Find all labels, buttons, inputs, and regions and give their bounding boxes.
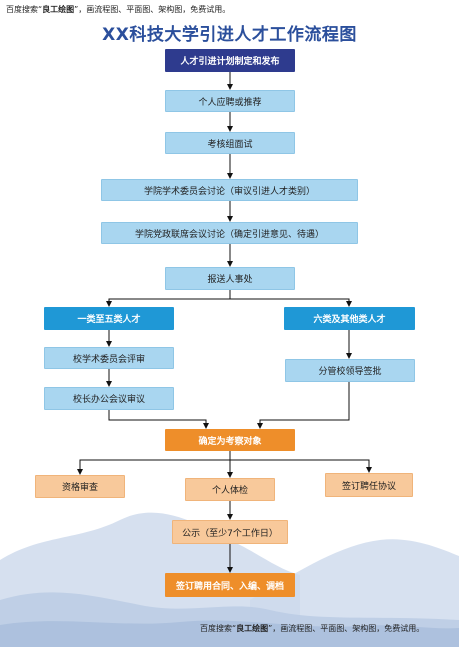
node-publicity: 公示（至少7个工作日） — [172, 520, 288, 544]
watermark-top: 百度搜索“良工绘图”，画流程图、平面图、架构图，免费试用。 — [6, 5, 231, 14]
arrow-approval-determine — [257, 382, 350, 429]
arrow-determine-sign — [230, 459, 372, 473]
node-class-1-5: 一类至五类人才 — [44, 307, 174, 330]
node-physical: 个人体检 — [185, 478, 275, 501]
node-class-6-other: 六类及其他类人才 — [284, 307, 415, 330]
node-apply: 个人应聘或推荐 — [165, 90, 295, 112]
node-president-meeting: 校长办公会议审议 — [44, 387, 174, 410]
watermark-bottom: 百度搜索“良工绘图”，画流程图、平面图、架构图，免费试用。 — [200, 624, 425, 633]
node-sign-intent: 签订聘任协议 — [325, 473, 413, 497]
arrow-president-determine — [108, 410, 209, 429]
node-interview: 考核组面试 — [165, 132, 295, 154]
node-school-review: 校学术委员会评审 — [44, 347, 174, 369]
node-party-committee: 学院党政联席会议讨论（确定引进意见、待遇） — [101, 222, 358, 244]
node-report-hr: 报送人事处 — [165, 267, 295, 290]
node-academic-committee: 学院学术委员会讨论（审议引进人才类别） — [101, 179, 358, 201]
flowchart-title: XX科技大学引进人才工作流程图 — [102, 25, 357, 45]
arrow-report-class15 — [106, 290, 231, 307]
node-contract: 签订聘用合同、入编、调档 — [165, 573, 295, 597]
node-leader-approval: 分管校领导签批 — [285, 359, 415, 382]
arrow-report-class6 — [230, 298, 352, 307]
arrow-determine-qualification — [77, 459, 230, 475]
node-determine: 确定为考察对象 — [165, 429, 295, 451]
node-plan: 人才引进计划制定和发布 — [165, 49, 295, 72]
node-qualification: 资格审查 — [35, 475, 125, 498]
